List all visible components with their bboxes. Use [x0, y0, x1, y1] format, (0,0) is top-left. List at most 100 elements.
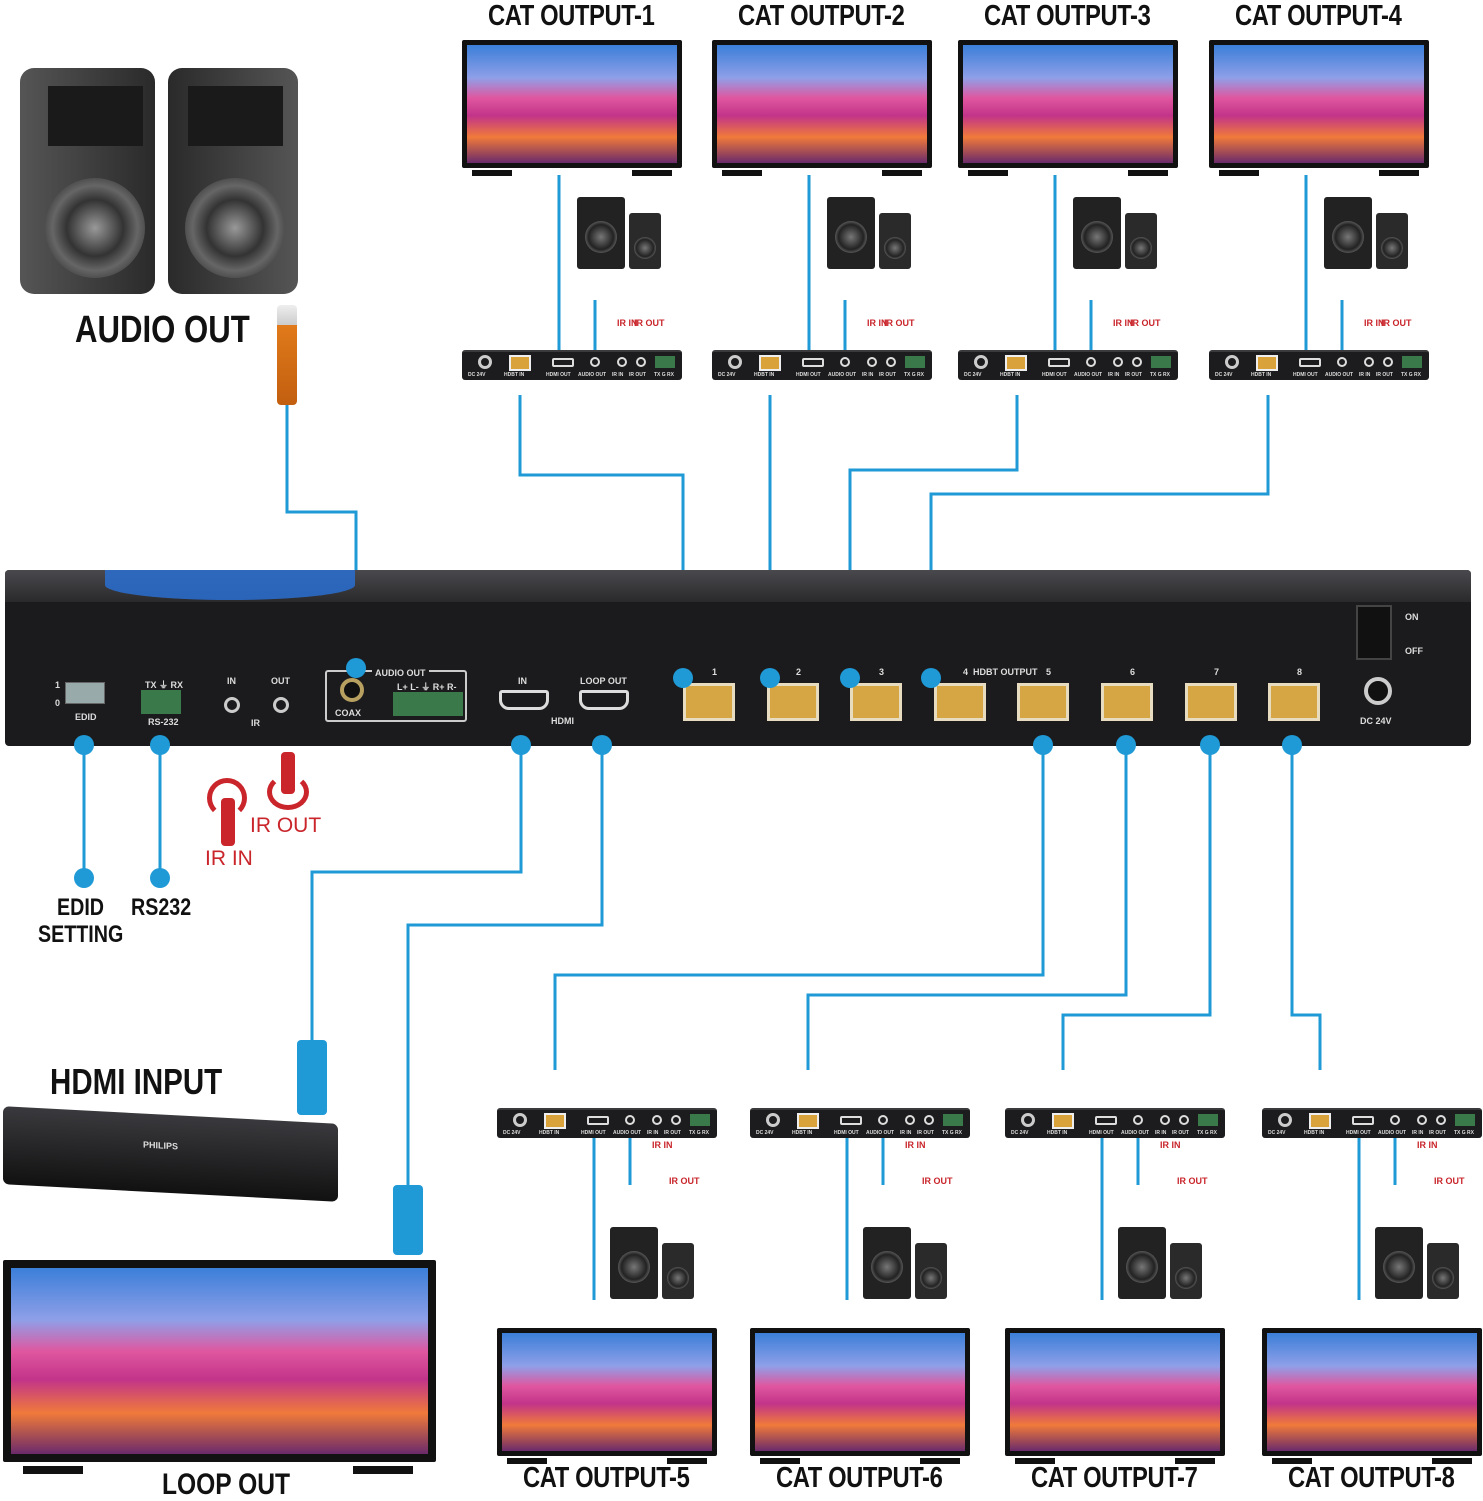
rs232-terminal[interactable]	[141, 690, 181, 714]
ir-out-label: IR OUT	[1376, 372, 1393, 378]
ir-out-jack[interactable]	[1383, 357, 1393, 367]
ir-in-label: IR IN	[905, 1140, 926, 1150]
audio-out-jack[interactable]	[1133, 1115, 1143, 1125]
port-number: 4	[963, 667, 969, 677]
cat-output-tv	[750, 1328, 970, 1464]
hdbt-output-port[interactable]	[850, 683, 902, 721]
edid-dip-switch[interactable]	[65, 682, 105, 704]
hdmi-out-port[interactable]	[1352, 1116, 1374, 1125]
hdbt-output-port[interactable]	[767, 683, 819, 721]
connection-point	[1116, 735, 1136, 755]
cable	[1290, 745, 1322, 1070]
hdbt-output-port[interactable]	[1185, 683, 1237, 721]
dc-jack[interactable]	[513, 1113, 527, 1127]
cable	[553, 745, 1045, 1070]
rs232-terminal[interactable]	[1151, 356, 1171, 368]
dc-jack[interactable]	[1278, 1113, 1292, 1127]
hdmi-out-port[interactable]	[587, 1116, 609, 1125]
cat-output-tv	[1262, 1328, 1482, 1464]
ir-in-jack[interactable]	[652, 1115, 662, 1125]
ir-out-jack[interactable]	[924, 1115, 934, 1125]
ir-in-jack[interactable]	[905, 1115, 915, 1125]
hdbt-in-port[interactable]	[1309, 1113, 1331, 1129]
power-switch[interactable]	[1356, 605, 1392, 660]
audio-terminal[interactable]	[393, 692, 463, 716]
dc-power-jack[interactable]	[1364, 677, 1392, 705]
audio-out-jack[interactable]	[590, 357, 600, 367]
ir-out-jack[interactable]	[1436, 1115, 1446, 1125]
hdbt-in-port[interactable]	[1005, 355, 1027, 371]
ir-out-jack[interactable]	[886, 357, 896, 367]
hdmi-out-port[interactable]	[1048, 358, 1070, 367]
hdmi-out-port[interactable]	[1095, 1116, 1117, 1125]
ir-out-jack[interactable]	[1132, 357, 1142, 367]
rs232-terminal[interactable]	[905, 356, 925, 368]
audio-out-jack[interactable]	[1390, 1115, 1400, 1125]
rs232-terminal[interactable]	[1402, 356, 1422, 368]
dc-24v-label: DC 24V	[756, 1130, 774, 1136]
hdbt-output-port[interactable]	[934, 683, 986, 721]
audio-out-jack[interactable]	[878, 1115, 888, 1125]
ir-in-jack[interactable]	[617, 357, 627, 367]
audio-out-jack[interactable]	[840, 357, 850, 367]
ir-out-jack[interactable]	[636, 357, 646, 367]
rs232-terminal[interactable]	[655, 356, 675, 368]
ir-in-jack[interactable]	[1113, 357, 1123, 367]
hdmi-plug-icon	[393, 1185, 423, 1255]
ir-in-jack[interactable]	[1417, 1115, 1427, 1125]
hdbt-in-label: HDBT IN	[754, 372, 775, 378]
hdmi-out-port[interactable]	[552, 358, 574, 367]
hdmi-out-port[interactable]	[840, 1116, 862, 1125]
hdbt-in-port[interactable]	[1256, 355, 1278, 371]
cat-output-title: CAT OUTPUT-7	[1031, 1462, 1198, 1494]
hdbt-in-port[interactable]	[759, 355, 781, 371]
bookshelf-speakers	[577, 197, 662, 269]
rs232-terminal[interactable]	[943, 1114, 963, 1126]
ir-out-jack[interactable]	[273, 697, 289, 713]
ir-out-jack[interactable]	[1179, 1115, 1189, 1125]
ir-out-label: IR OUT	[922, 1176, 953, 1186]
hdbt-output-port[interactable]	[1101, 683, 1153, 721]
hdmi-out-port[interactable]	[1299, 358, 1321, 367]
hdmi-out-port[interactable]	[802, 358, 824, 367]
hdbt-in-label: HDBT IN	[504, 372, 525, 378]
ir-in-jack[interactable]	[867, 357, 877, 367]
hdmi-loop-out-port[interactable]	[579, 690, 629, 710]
dc-jack[interactable]	[478, 355, 492, 369]
hdbt-output-port[interactable]	[683, 683, 735, 721]
hdbt-output-port[interactable]	[1268, 683, 1320, 721]
coax-jack[interactable]	[340, 678, 364, 702]
audio-out-jack[interactable]	[1086, 357, 1096, 367]
audio-out-label: AUDIO OUT	[1074, 372, 1103, 378]
audio-out-label: AUDIO OUT	[578, 372, 607, 378]
audio-out-jack[interactable]	[1337, 357, 1347, 367]
port-number: 7	[1214, 667, 1220, 677]
ir-out-jack[interactable]	[671, 1115, 681, 1125]
ir-in-jack[interactable]	[1160, 1115, 1170, 1125]
hdmi-in-port[interactable]	[499, 690, 549, 710]
rs232-terminal[interactable]	[1455, 1114, 1475, 1126]
dc-jack[interactable]	[974, 355, 988, 369]
dc-jack[interactable]	[766, 1113, 780, 1127]
ir-in-label: IR IN	[1359, 372, 1371, 378]
hdbt-output-label: HDBT OUTPUT	[973, 667, 1038, 677]
hdbt-in-port[interactable]	[509, 355, 531, 371]
dc-jack[interactable]	[728, 355, 742, 369]
hdbt-in-port[interactable]	[544, 1113, 566, 1129]
ir-out-label: IR OUT	[1125, 372, 1142, 378]
ir-in-jack[interactable]	[224, 697, 240, 713]
dc-jack[interactable]	[1225, 355, 1239, 369]
audio-out-jack[interactable]	[625, 1115, 635, 1125]
hdbt-matrix-device: 1 0 EDID TX ⏚ RX RS-232 IN OUT IR AUDIO …	[5, 570, 1471, 746]
ir-in-jack[interactable]	[1364, 357, 1374, 367]
hdbt-in-port[interactable]	[797, 1113, 819, 1129]
dc-jack[interactable]	[1021, 1113, 1035, 1127]
hdbt-in-port[interactable]	[1052, 1113, 1074, 1129]
rs232-terminal[interactable]	[1198, 1114, 1218, 1126]
rs232-terminal[interactable]	[690, 1114, 710, 1126]
ir-in-label: IR IN	[867, 318, 888, 328]
connection-point	[511, 735, 531, 755]
hdbt-output-port[interactable]	[1017, 683, 1069, 721]
